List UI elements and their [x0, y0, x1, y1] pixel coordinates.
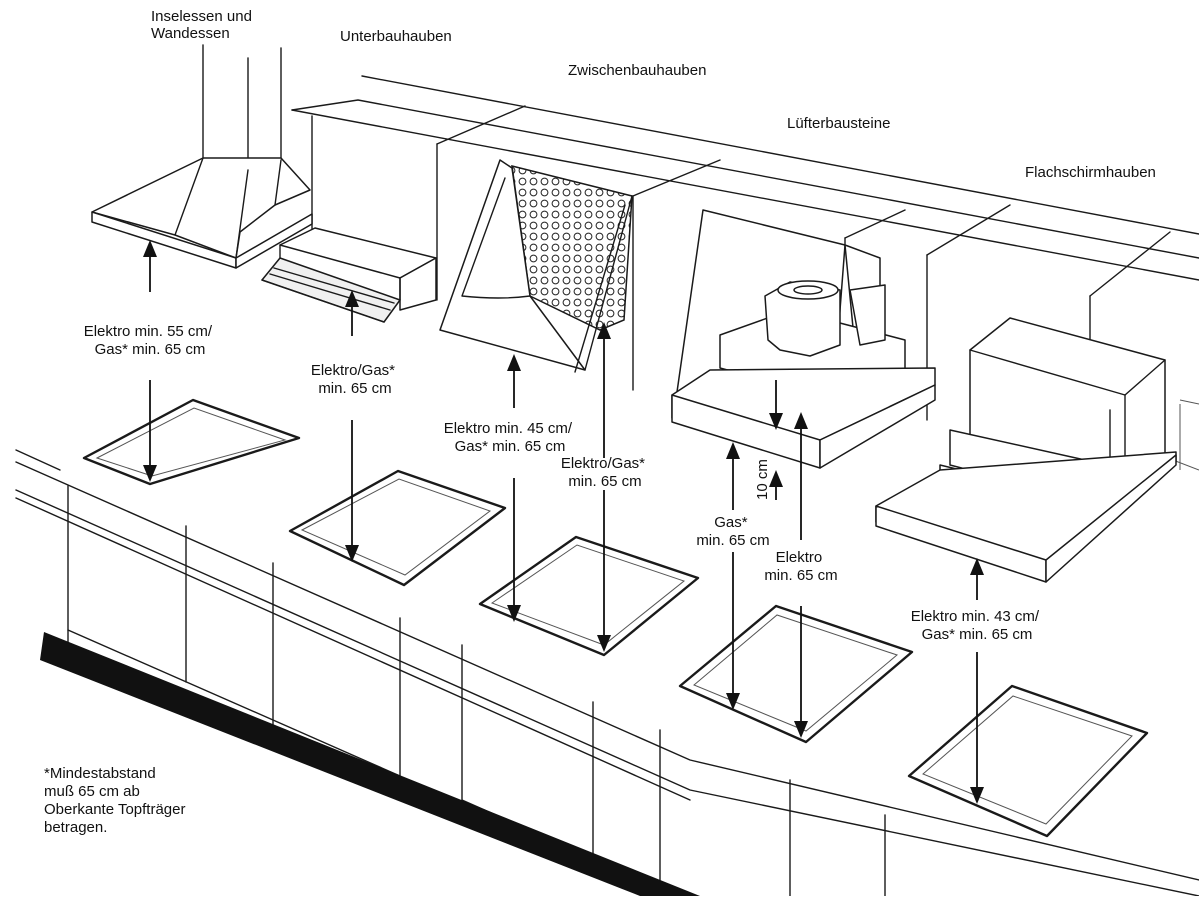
measure-luefter-elektro: Elektro min. 65 cm [764, 549, 837, 584]
arrow-luefter-gas-down [726, 552, 740, 710]
arrow-flachschirm-down [970, 652, 984, 804]
arrow-luefter-gap-down [769, 380, 783, 430]
measurement-arrows [143, 240, 984, 804]
arrow-unterbau-up [345, 290, 359, 336]
measure-zwischenbau-left: Elektro min. 45 cm/ Gas* min. 65 cm [444, 420, 577, 455]
fan-module [671, 209, 936, 469]
footnote: *Mindestabstand muß 65 cm ab Oberkante T… [44, 765, 190, 836]
arrow-zwischen-left-up [507, 354, 521, 408]
arrow-zwischen-right-down [597, 490, 611, 652]
arrow-zwischen-right-up [597, 322, 611, 458]
arrow-inselessen-down [143, 380, 157, 482]
measure-zwischenbau-right: Elektro/Gas* min. 65 cm [561, 455, 649, 490]
hood-type-labels: Inselessen und Wandessen Unterbauhauben … [151, 8, 1156, 181]
label-unterbauhauben: Unterbauhauben [340, 28, 452, 45]
island-hood [91, 44, 313, 269]
cooktops [82, 398, 1149, 838]
measure-luefter-gas: Gas* min. 65 cm [696, 514, 769, 549]
measure-inselessen: Elektro min. 55 cm/ Gas* min. 65 cm [84, 323, 217, 358]
measure-flachschirm: Elektro min. 43 cm/ Gas* min. 65 cm [911, 608, 1044, 643]
counter [15, 449, 1199, 897]
measure-unterbau: Elektro/Gas* min. 65 cm [311, 362, 399, 397]
arrow-flachschirm-up [970, 558, 984, 600]
arrow-unterbau-down [345, 420, 359, 562]
measurement-labels: Elektro min. 55 cm/ Gas* min. 65 cm Elek… [84, 323, 1044, 643]
intermediate-hood [439, 159, 633, 373]
arrow-luefter-el-down [794, 606, 808, 738]
footnote-text: *Mindestabstand muß 65 cm ab Oberkante T… [44, 765, 190, 836]
arrow-zwischen-left-down [507, 478, 521, 622]
label-luefterbausteine: Lüfterbausteine [787, 115, 890, 132]
wall [291, 75, 1199, 471]
label-flachschirmhauben: Flachschirmhauben [1025, 164, 1156, 181]
arrow-inselessen-up [143, 240, 157, 292]
arrow-luefter-gap-up [769, 470, 783, 500]
arrow-luefter-el-up [794, 412, 808, 540]
label-zwischenbauhauben: Zwischenbauhauben [568, 62, 706, 79]
label-inselessen: Inselessen und Wandessen [151, 8, 256, 42]
flat-screen-hood [875, 317, 1177, 583]
measure-luefter-gap: 10 cm [754, 459, 771, 500]
arrow-luefter-gas-up [726, 442, 740, 510]
under-cabinet-hood [261, 227, 437, 323]
